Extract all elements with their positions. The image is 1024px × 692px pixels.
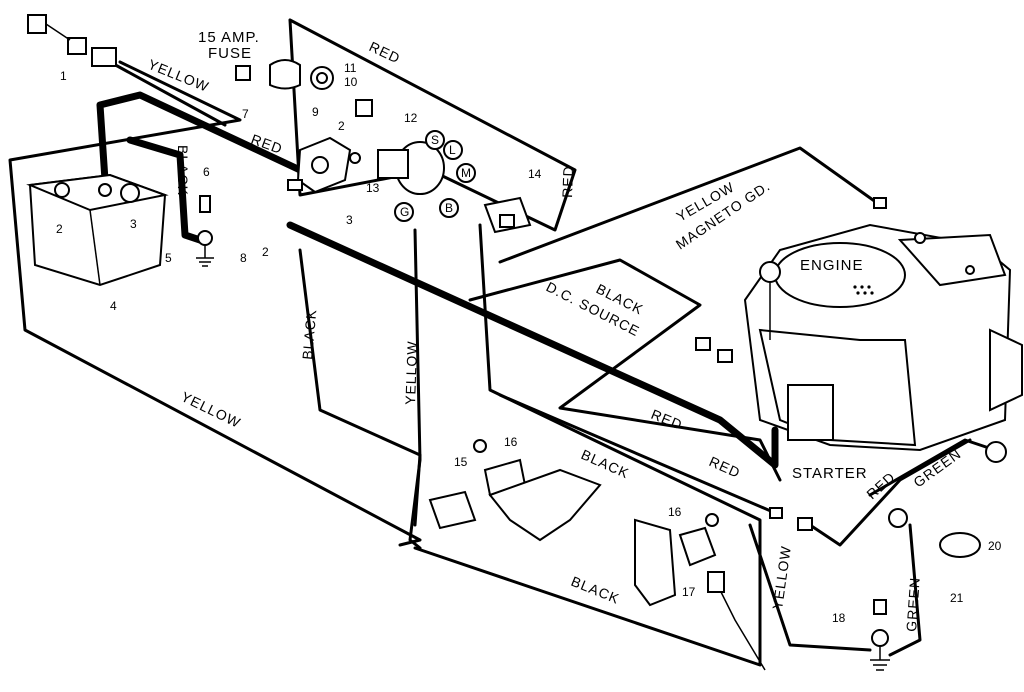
- yellow-wire-top: [108, 60, 227, 127]
- part-number-20: 20: [988, 539, 1002, 553]
- wire-label-yellow-middle: YELLOW: [402, 340, 420, 405]
- battery-positive-cable: [96, 91, 304, 184]
- seat-switch-assembly: [473, 439, 602, 542]
- part-number-10: 10: [344, 75, 358, 89]
- black-lower-loop: [413, 223, 762, 667]
- switch-terminal-b: B: [445, 201, 453, 215]
- wire-label-red-lower-right: RED: [707, 453, 743, 481]
- ground-symbol-battery: [196, 195, 214, 267]
- engine-label: ENGINE: [800, 257, 864, 274]
- wire-label-yellow-left: YELLOW: [179, 388, 244, 431]
- switch-terminal-s: S: [431, 133, 439, 147]
- switch-terminal-g: G: [400, 205, 409, 219]
- red-wire-top-loop: [288, 18, 577, 232]
- battery-ground-cable: [126, 136, 204, 244]
- wire-label-red-short: RED: [863, 469, 898, 503]
- part-number-16b: 16: [668, 505, 682, 519]
- part-number-9: 9: [312, 105, 319, 119]
- part-number-11: 11: [344, 61, 357, 75]
- part-number-4: 4: [110, 299, 117, 313]
- switch-terminal-l: L: [449, 143, 456, 157]
- part-number-21: 21: [950, 591, 964, 605]
- part-number-3b: 3: [346, 213, 353, 227]
- fuse-label-bottom: FUSE: [208, 45, 252, 62]
- harness-connector: [428, 490, 813, 531]
- connector-block-14: [483, 196, 532, 234]
- wire-label-red-dc: RED: [649, 406, 685, 433]
- part-number-15: 15: [454, 455, 468, 469]
- wire-label-yellow-right: YELLOW: [769, 544, 794, 610]
- starter-solenoid: [287, 136, 361, 194]
- light-bulb: [888, 508, 981, 558]
- starter-label: STARTER: [792, 465, 868, 482]
- part-number-1: 1: [60, 69, 67, 83]
- red-light-wire: [808, 438, 972, 547]
- part-number-8: 8: [240, 251, 247, 265]
- engine-vent-dots: [853, 285, 874, 295]
- black-dc-source-wire: [468, 258, 782, 482]
- part-number-5: 5: [165, 251, 172, 265]
- engine: [743, 223, 1023, 452]
- ground-symbol-light: [870, 599, 890, 671]
- part-number-16a: 16: [504, 435, 518, 449]
- switch-terminal-m: M: [461, 166, 471, 180]
- light-socket: [985, 441, 1007, 463]
- green-wire: [868, 438, 997, 657]
- red-lower-right-wire: [498, 393, 782, 517]
- wire-label-black-left: BLACK: [299, 308, 319, 360]
- connector-plug: [27, 14, 117, 67]
- dc-source-connector: [695, 337, 733, 363]
- wire-label-green-lower: GREEN: [903, 576, 923, 632]
- part-number-14: 14: [528, 167, 542, 181]
- battery: [26, 173, 169, 287]
- part-number-12: 12: [404, 111, 418, 125]
- part-number-7: 7: [242, 107, 249, 121]
- yellow-magneto-wire: [498, 146, 882, 264]
- wire-label-red-right: RED: [559, 165, 576, 198]
- switch-terminals: [394, 130, 476, 222]
- part-number-17: 17: [682, 585, 696, 599]
- part-number-18: 18: [832, 611, 846, 625]
- yellow-right-wire: [748, 523, 872, 652]
- wire-label-black-battery: BLACK: [175, 145, 191, 196]
- yellow-wire-middle: [408, 228, 422, 550]
- wire-label-black-lower: BLACK: [579, 446, 632, 481]
- part-number-2b: 2: [338, 119, 345, 133]
- fuse-label-top: 15 AMP.: [198, 29, 260, 46]
- yellow-wire-left-loop: [8, 60, 422, 547]
- part-number-6: 6: [203, 165, 210, 179]
- fuse: [235, 59, 301, 90]
- part-number-2a: 2: [56, 222, 63, 236]
- clutch-switch-assembly: [634, 513, 766, 671]
- magneto-connector: [873, 197, 887, 209]
- ignition-switch: [310, 66, 445, 195]
- part-number-2c: 2: [262, 245, 269, 259]
- starter-cable: [286, 221, 779, 469]
- part-number-13: 13: [366, 181, 380, 195]
- part-number-3a: 3: [130, 217, 137, 231]
